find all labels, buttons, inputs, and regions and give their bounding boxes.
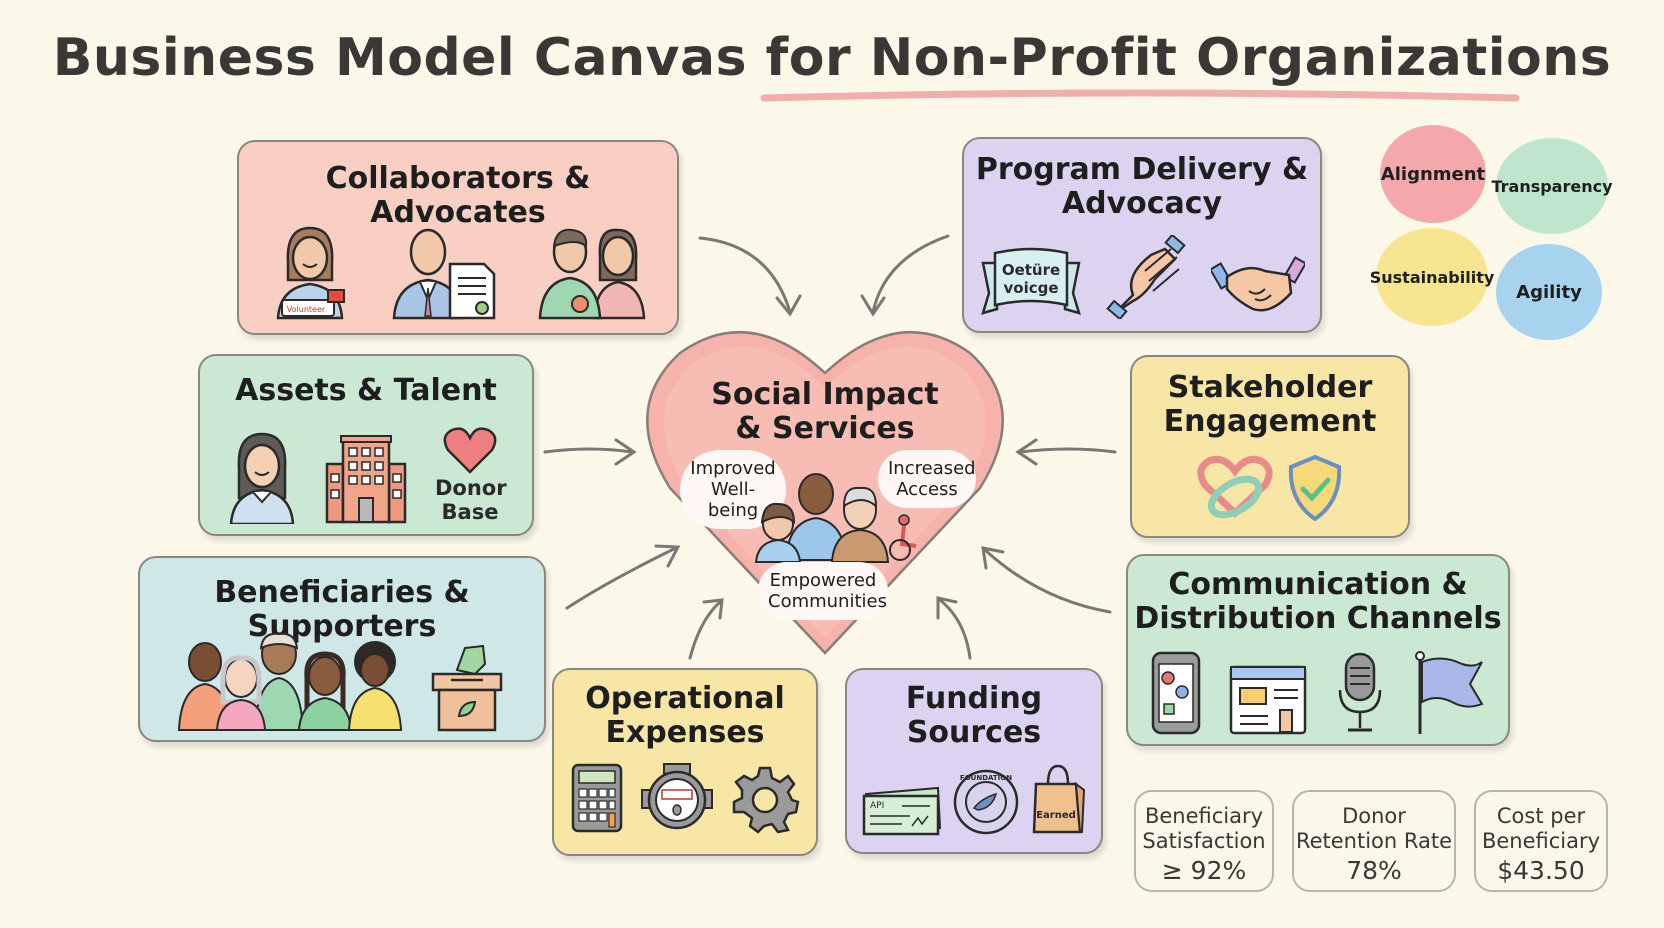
kpi-beneficiary-satisfaction: Beneficiary Satisfaction ≥ 92%	[1134, 790, 1274, 892]
calculator-icon	[571, 763, 623, 833]
block-title-line1: Program Delivery &	[975, 152, 1309, 187]
flag-icon	[1415, 651, 1484, 734]
value-transparency: Transparency	[1491, 138, 1613, 234]
donor-base: Donor Base	[435, 426, 507, 524]
meter-icon	[641, 763, 713, 830]
svg-text:Volunteer: Volunteer	[287, 305, 326, 314]
helping-hands-icon	[1106, 235, 1186, 319]
block-title-line1: Operational	[585, 681, 785, 716]
kpi-value: ≥ 92%	[1161, 856, 1247, 885]
banner-icon: Oetüre voicge	[981, 247, 1081, 315]
website-icon	[1229, 665, 1307, 735]
block-program-delivery-advocacy: Program Delivery & Advocacy Oetüre voicg…	[962, 137, 1322, 333]
svg-text:API: API	[870, 801, 884, 811]
staff-icon	[229, 432, 295, 524]
block-title-line2: Engagement	[1163, 404, 1377, 439]
block-title-line2: Advocacy	[1061, 186, 1223, 221]
block-stakeholder-engagement: Stakeholder Engagement	[1130, 355, 1410, 538]
handshake-icon	[1211, 256, 1305, 312]
block-title: Assets & Talent	[235, 373, 497, 408]
center-title-line1: Social Impact	[711, 377, 939, 412]
block-title: Collaborators & Advocates	[325, 161, 591, 230]
block-title-line2: Sources	[906, 715, 1042, 750]
seal-icon: FOUNDATION	[953, 769, 1019, 835]
shopping-bag-icon: Earned	[1032, 764, 1086, 834]
svg-text:Oetüre: Oetüre	[1002, 261, 1060, 279]
advocates-icon	[538, 228, 646, 320]
kpi-cost-per-beneficiary: Cost per Beneficiary $43.50	[1474, 790, 1608, 892]
community-people-icon	[754, 473, 917, 563]
value-agility: Agility	[1496, 244, 1602, 340]
block-title-line2: Distribution Channels	[1134, 601, 1502, 636]
interlinked-heart-icon	[1197, 455, 1273, 519]
center-title-line2: & Services	[735, 411, 915, 446]
title-underline	[760, 89, 1520, 102]
kpi-value: $43.50	[1497, 856, 1585, 885]
value-sustainability: Sustainability	[1370, 228, 1494, 326]
svg-text:FOUNDATION: FOUNDATION	[960, 774, 1012, 782]
heart-icon	[443, 427, 497, 474]
block-title-line1: Stakeholder	[1167, 370, 1373, 405]
block-communication-distribution-channels: Communication & Distribution Channels	[1126, 554, 1510, 746]
check-icon: API	[862, 786, 942, 836]
gear-icon	[732, 766, 800, 834]
value-alignment: Alignment	[1380, 125, 1486, 223]
volunteer-icon: Volunteer	[276, 226, 345, 320]
block-title-line1: Communication &	[1168, 567, 1468, 602]
kpi-donor-retention-rate: Donor Retention Rate 78%	[1292, 790, 1456, 892]
block-title-line1: Funding	[905, 681, 1043, 716]
block-operational-expenses: Operational Expenses	[552, 668, 818, 856]
svg-text:voicge: voicge	[1003, 279, 1058, 297]
donation-box-icon	[431, 644, 503, 732]
value-proposition-heart: Social Impact & Services Improved Well-b…	[640, 318, 1010, 663]
page-title: Business Model Canvas for Non-Profit Org…	[52, 28, 1612, 88]
kpi-value: 78%	[1346, 856, 1402, 885]
block-collaborators-advocates: Collaborators & Advocates Volunteer	[237, 140, 679, 335]
community-group-icon	[177, 632, 403, 731]
building-icon	[325, 435, 407, 524]
bubble-increased-access: Increased Access	[878, 450, 976, 508]
block-funding-sources: Funding Sources API FOUNDATION Earned	[845, 668, 1103, 854]
smartphone-icon	[1151, 651, 1201, 735]
block-assets-talent: Assets & Talent Donor	[198, 354, 534, 536]
shield-check-icon	[1288, 454, 1342, 522]
block-title-line2: Expenses	[605, 715, 765, 750]
svg-text:Earned: Earned	[1036, 810, 1076, 821]
partner-with-document-icon	[392, 228, 496, 320]
block-beneficiaries-supporters: Beneficiaries & Supporters	[138, 556, 546, 742]
microphone-icon	[1338, 652, 1382, 732]
bubble-empowered-communities: Empowered Communities	[758, 562, 888, 620]
